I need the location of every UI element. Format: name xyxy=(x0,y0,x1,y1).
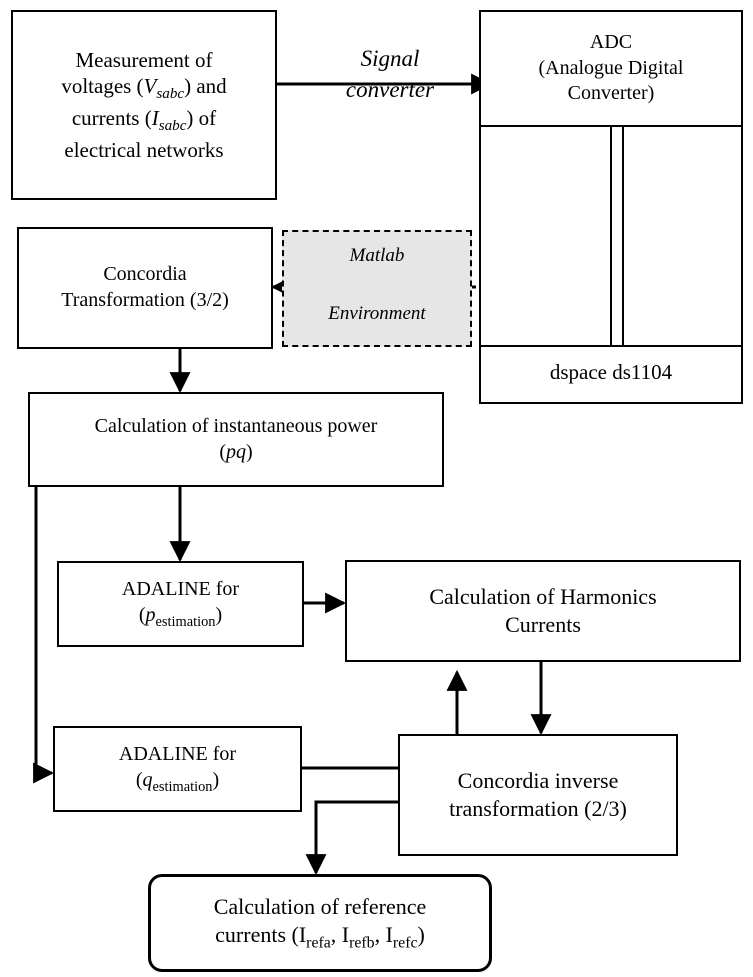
current-symbol: I xyxy=(151,106,159,130)
concordia-box: Concordia Transformation (3/2) xyxy=(17,227,273,349)
reference-currents-text: Calculation of reference currents (Irefa… xyxy=(214,893,427,954)
adaline-q-box: ADALINE for (qestimation) xyxy=(53,726,302,812)
adaline-p-text: ADALINE for (pestimation) xyxy=(122,577,239,631)
concordia-line-1: Concordia xyxy=(103,263,187,286)
instantaneous-power-box: Calculation of instantaneous power (pq) xyxy=(28,392,444,487)
harmonics-line-2: Currents xyxy=(505,612,581,637)
signal-converter-line-1: Signal xyxy=(360,46,420,71)
reference-sep-2: , xyxy=(374,921,386,947)
reference-prefix: currents ( xyxy=(215,921,299,947)
arrow-inverse-to-reference xyxy=(305,800,398,876)
adaline-p-paren-open: ( xyxy=(138,603,146,626)
iref-c-subscript: refc xyxy=(392,934,418,952)
adc-line-1: ADC xyxy=(589,31,633,54)
iref-a-symbol: I xyxy=(298,921,307,947)
p-symbol: p xyxy=(145,603,156,626)
reference-suffix: ) xyxy=(417,921,425,947)
dspace-divider-2 xyxy=(622,126,624,347)
adaline-q-text: ADALINE for (qestimation) xyxy=(119,742,236,796)
instantaneous-power-line-1: Calculation of instantaneous power xyxy=(94,414,378,437)
q-subscript: estimation xyxy=(152,778,213,795)
pq-symbol: pq xyxy=(226,440,246,463)
measurement-voltage-prefix: voltages ( xyxy=(61,74,144,99)
concordia-inverse-text: Concordia inverse transformation (2/3) xyxy=(449,767,627,823)
measurement-line-1: Measurement of xyxy=(75,47,213,72)
iref-c-symbol: I xyxy=(385,921,393,947)
arrow-power-to-adaline-q xyxy=(33,486,55,784)
concordia-inverse-box: Concordia inverse transformation (2/3) xyxy=(398,734,678,856)
adc-line-3: Converter) xyxy=(567,82,655,105)
dspace-label: dspace ds1104 xyxy=(480,360,742,385)
adc-line-2: (Analogue Digital xyxy=(538,56,684,79)
measurement-text: Measurement of voltages (Vsabc) and curr… xyxy=(61,47,226,164)
harmonics-text: Calculation of Harmonics Currents xyxy=(429,583,656,639)
voltage-symbol: V xyxy=(143,74,157,99)
dspace-divider-bottom xyxy=(479,345,743,347)
p-subscript: estimation xyxy=(155,613,216,630)
harmonics-line-1: Calculation of Harmonics xyxy=(429,583,657,609)
signal-converter-label: Signal converter xyxy=(335,43,445,105)
matlab-label: Matlab xyxy=(282,245,472,267)
iref-b-symbol: I xyxy=(341,921,350,947)
measurement-current-suffix: ) of xyxy=(186,106,217,130)
concordia-line-2: Transformation (3/2) xyxy=(61,289,229,311)
iref-a-subscript: refa xyxy=(306,934,331,952)
q-symbol: q xyxy=(142,768,153,791)
power-paren-open: ( xyxy=(219,440,226,463)
inverse-line-2: transformation (2/3) xyxy=(449,796,627,821)
power-paren-close: ) xyxy=(246,440,253,463)
adaline-p-box: ADALINE for (pestimation) xyxy=(57,561,304,647)
dspace-label-text: dspace ds1104 xyxy=(549,360,673,384)
signal-converter-line-2: converter xyxy=(345,77,435,102)
harmonics-box: Calculation of Harmonics Currents xyxy=(345,560,741,662)
concordia-text: Concordia Transformation (3/2) xyxy=(61,262,229,313)
adc-text: ADC (Analogue Digital Converter) xyxy=(539,30,684,107)
measurement-box: Measurement of voltages (Vsabc) and curr… xyxy=(11,10,277,200)
adaline-q-paren-open: ( xyxy=(135,768,143,791)
current-subscript: sabc xyxy=(158,118,187,135)
measurement-line-4: electrical networks xyxy=(64,137,224,162)
dspace-divider-1 xyxy=(610,126,612,347)
environment-label: Environment xyxy=(282,303,472,325)
matlab-environment-box xyxy=(282,230,472,347)
inverse-line-1: Concordia inverse xyxy=(457,767,619,793)
adc-box: ADC (Analogue Digital Converter) xyxy=(479,10,743,127)
reference-line-1: Calculation of reference xyxy=(213,893,427,919)
reference-sep-1: , xyxy=(330,921,342,947)
adaline-q-paren-close: ) xyxy=(212,768,220,791)
measurement-voltage-suffix: ) and xyxy=(184,74,227,99)
iref-b-subscript: refb xyxy=(349,934,375,952)
adaline-p-line-1: ADALINE for xyxy=(121,577,240,600)
adaline-q-line-1: ADALINE for xyxy=(118,742,237,765)
instantaneous-power-text: Calculation of instantaneous power (pq) xyxy=(95,414,378,465)
reference-currents-box: Calculation of reference currents (Irefa… xyxy=(148,874,492,972)
matlab-line-2: Environment xyxy=(328,303,426,324)
measurement-current-prefix: currents ( xyxy=(71,106,152,130)
adaline-p-paren-close: ) xyxy=(215,603,223,626)
matlab-line-1: Matlab xyxy=(349,245,405,266)
voltage-subscript: sabc xyxy=(156,86,185,103)
